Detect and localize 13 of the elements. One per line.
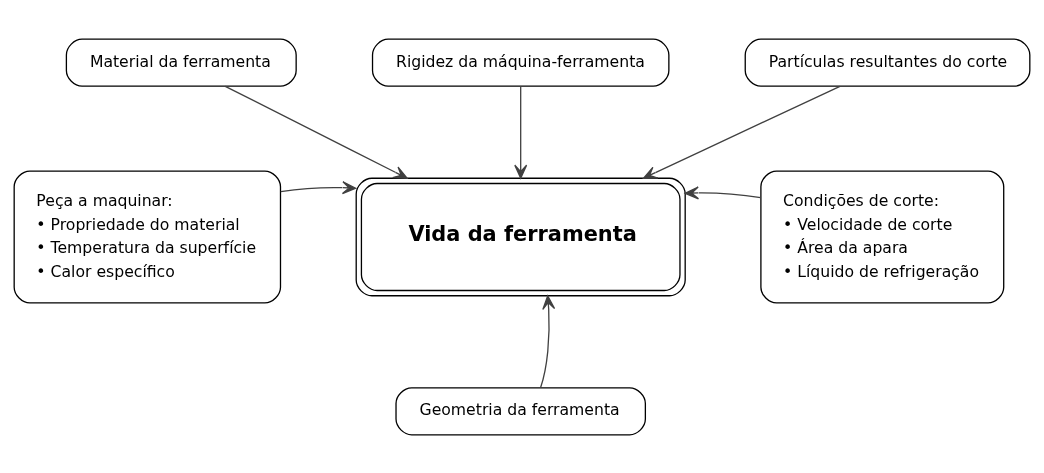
node-box: Rigidez da máquina-ferramenta (371, 38, 670, 87)
node-box: Material da ferramenta (65, 38, 297, 87)
node-box: Condições de corte: • Velocidade de corte • Área da apara • Líquido de refrigeração (760, 169, 1005, 304)
arrow (280, 180, 357, 194)
arrow (684, 185, 762, 199)
node-box: Geometria da ferramenta (395, 386, 647, 435)
arrow (514, 85, 528, 179)
arrow (224, 85, 408, 179)
node-box: Vida da ferramenta (355, 177, 686, 296)
node-box: Partículas resultantes do corte (744, 38, 1031, 87)
arrow (539, 294, 556, 388)
node-box: Peça a maquinar: • Propriedade do material • Temperatura da superfície • Calor específico (13, 169, 282, 304)
arrow (642, 85, 841, 179)
